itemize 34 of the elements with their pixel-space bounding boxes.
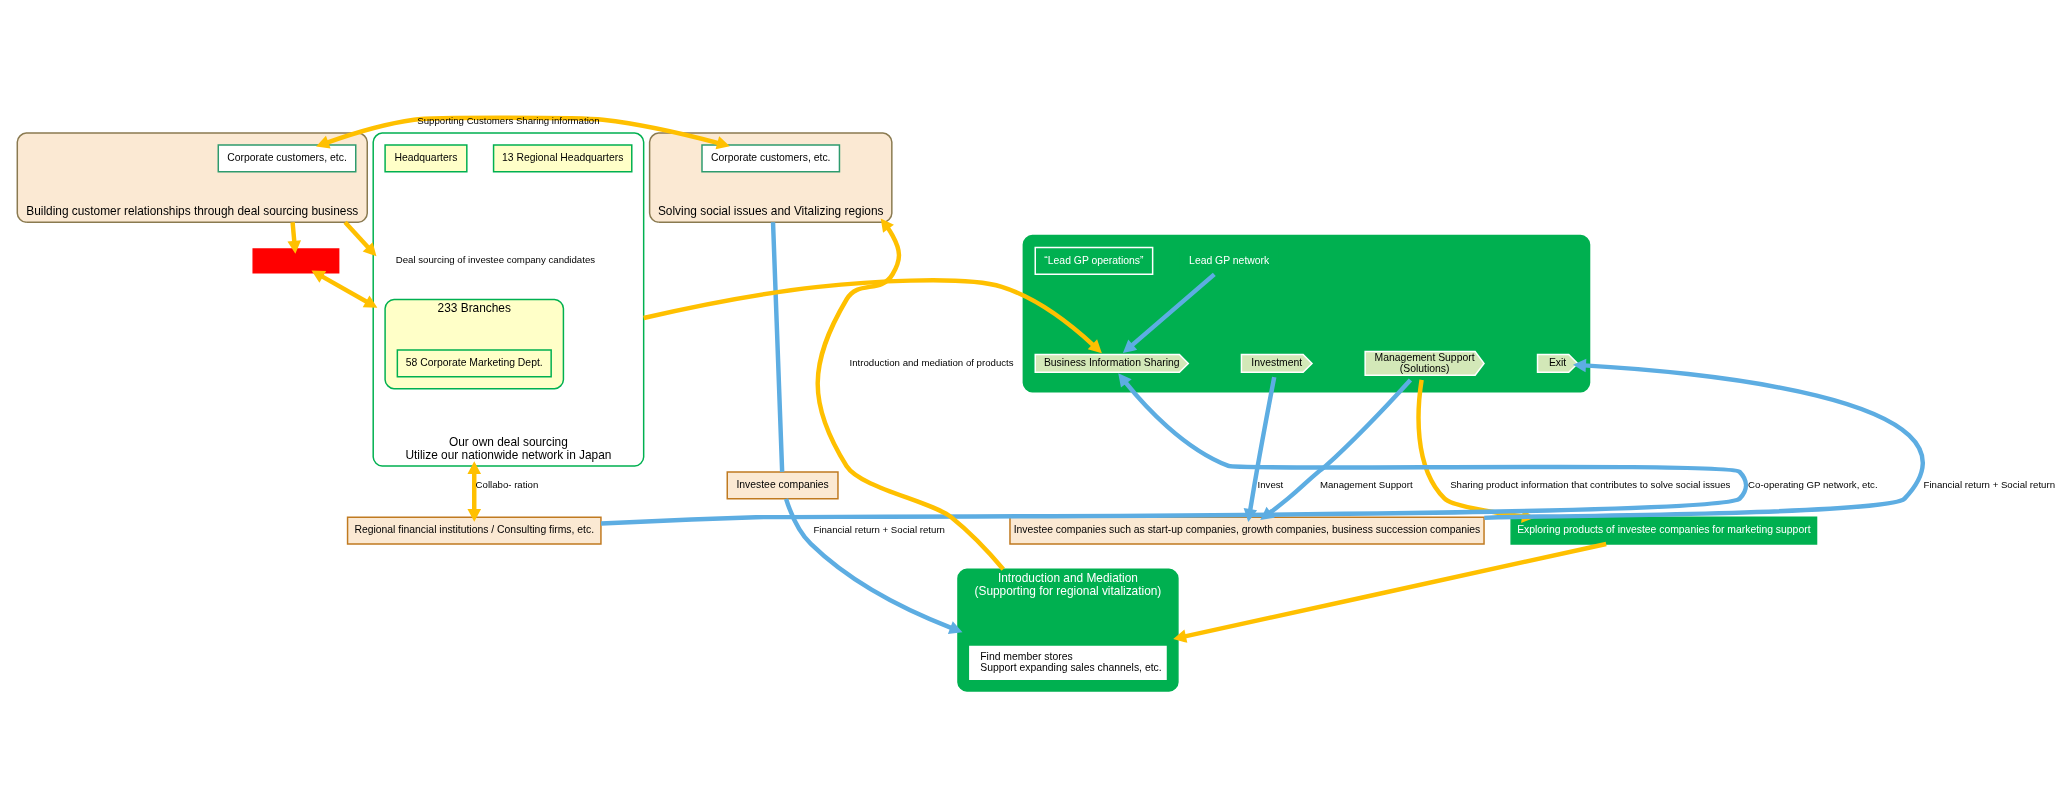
node-box: Corporate customers, etc. — [701, 144, 841, 173]
node-box: Investee companies — [726, 471, 839, 500]
arrow — [316, 115, 730, 150]
node-box: Find member stores Support expanding sales channels, etc. — [969, 645, 1167, 680]
arrow — [1122, 272, 1216, 354]
edge-label: Sharing product information that contributes to solve social issues — [1450, 478, 1731, 490]
arrow — [467, 461, 482, 522]
edge-label: Invest — [1257, 478, 1284, 490]
edge-label: Introduction and mediation of products — [849, 356, 1014, 368]
arrow — [643, 278, 1102, 354]
node-box: “Lead GP operations” — [1034, 246, 1154, 275]
edge-label: Collabo- ration — [475, 478, 539, 490]
node-box: Corporate customers, etc. — [217, 144, 357, 173]
node-box: 58 Corporate Marketing Dept. — [396, 349, 552, 378]
node-box: Exploring products of investee companies for marketing support — [1510, 516, 1818, 545]
node-box: Headquarters — [384, 144, 468, 173]
arrow — [343, 220, 377, 257]
node-box: Regional financial institutions / Consulting firms, etc. — [346, 516, 602, 545]
arrow — [783, 498, 963, 634]
node-box: Investee companies such as start-up companies, growth companies, business succession companies — [1009, 516, 1485, 545]
connector — [770, 222, 785, 472]
arrow — [1173, 541, 1607, 643]
node-box: 13 Regional Headquarters — [492, 144, 633, 173]
node-box — [252, 248, 340, 274]
edge-label: Financial return + Social return — [813, 524, 945, 536]
cluster — [1022, 234, 1591, 393]
edge-label: Financial return + Social return — [1923, 478, 2056, 490]
edge-label: Management Support — [1319, 478, 1413, 490]
edge-label: Co-operating GP network, etc. — [1748, 478, 1878, 490]
edge-label: Deal sourcing of investee company candidates — [395, 254, 596, 266]
node-text: Lead GP network — [1189, 254, 1270, 266]
arrow — [311, 270, 378, 308]
arrow — [287, 222, 301, 254]
arrow — [815, 218, 1005, 571]
